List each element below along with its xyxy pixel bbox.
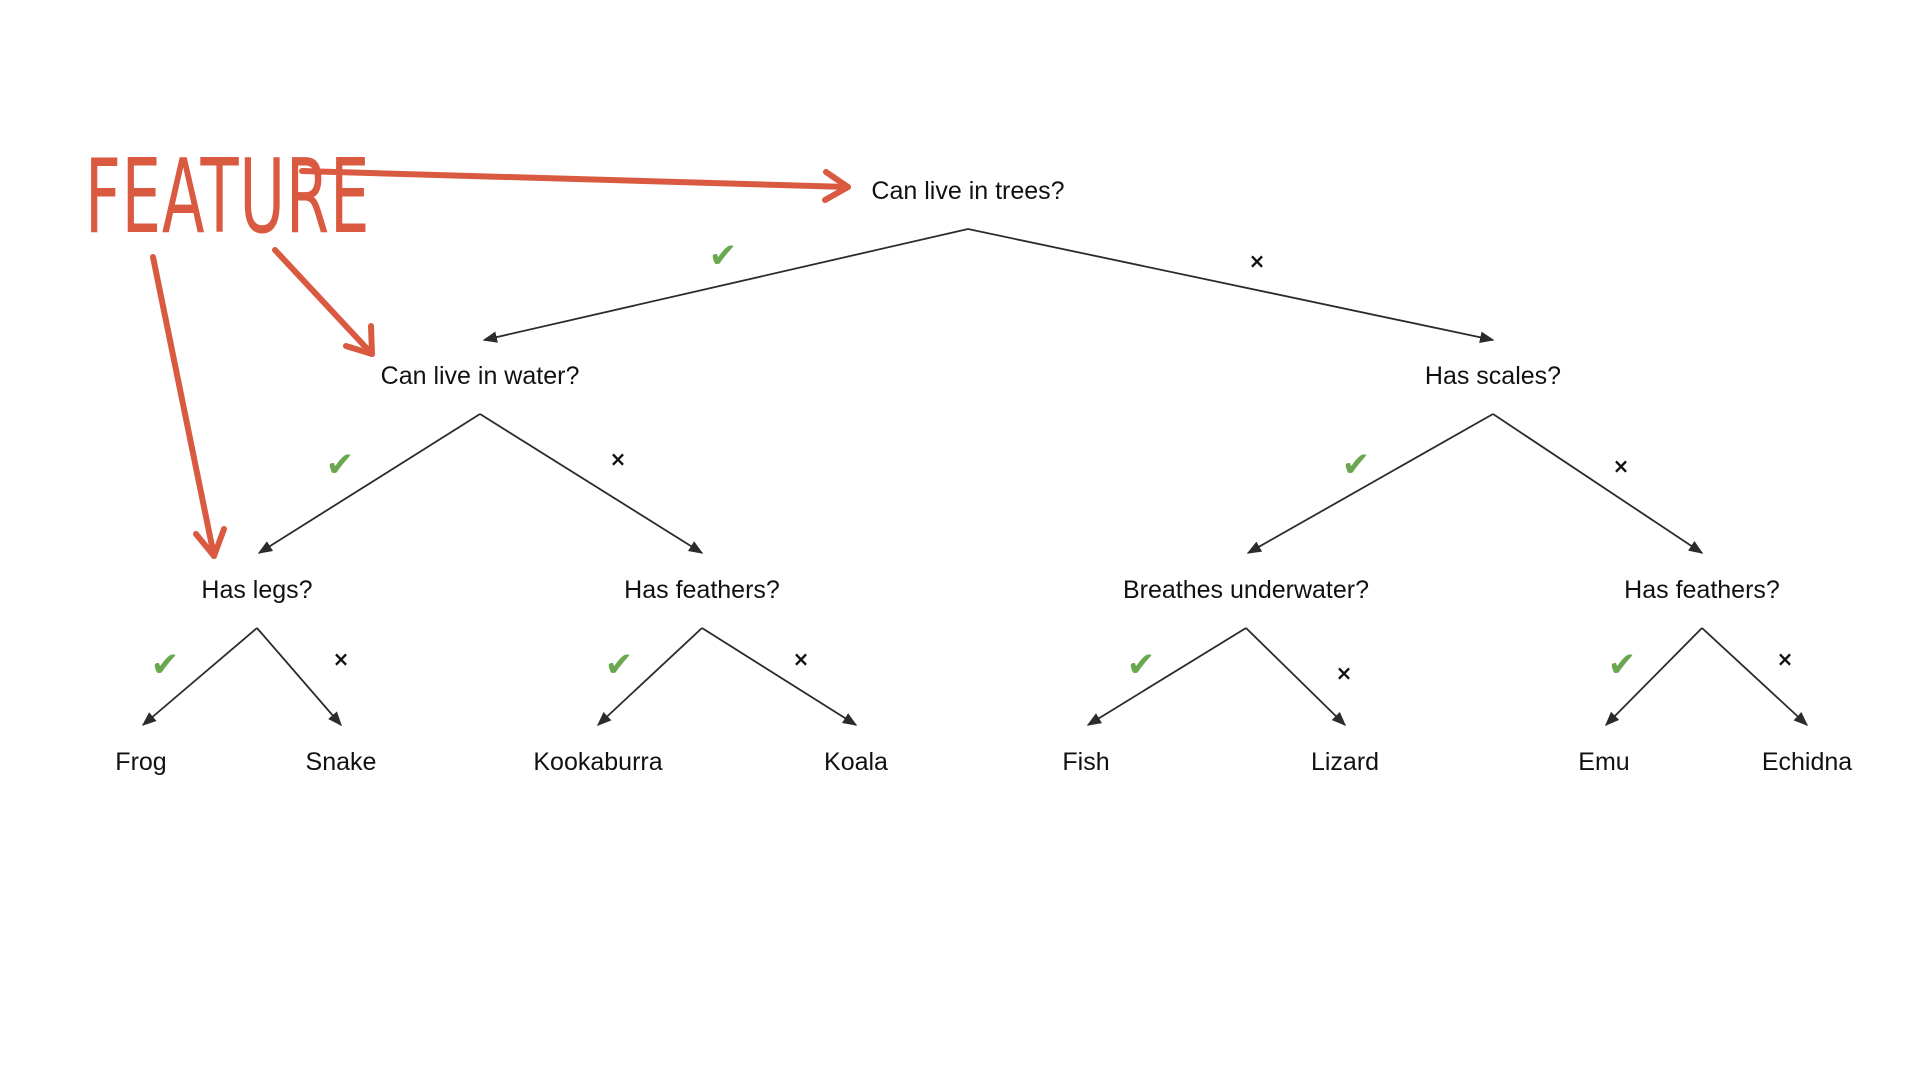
- edge-legs-to-snake: [256, 627, 342, 727]
- callout-arrow-icon: [150, 254, 217, 559]
- yes-check-icon: ✔: [1342, 445, 1371, 485]
- edge-water-to-legs: [257, 413, 481, 554]
- callout-arrow-icon: [299, 168, 851, 190]
- root-feature-node: Can live in trees?: [871, 177, 1064, 205]
- feature-node-feathers-2: Has feathers?: [1624, 576, 1780, 604]
- edge-root-to-left: [482, 228, 969, 343]
- no-cross-icon: ×: [1777, 647, 1794, 671]
- edge-scales-to-breathes: [1246, 413, 1494, 554]
- edge-breathes-to-lizard: [1245, 627, 1347, 727]
- feature-node-breathes: Breathes underwater?: [1123, 576, 1369, 604]
- edge-scales-to-feathers: [1492, 413, 1704, 554]
- leaf-frog: Frog: [115, 748, 166, 776]
- edge-legs-to-frog: [141, 627, 258, 726]
- edge-water-to-feathers: [479, 413, 704, 554]
- leaf-snake: Snake: [306, 748, 377, 776]
- leaf-koala: Koala: [824, 748, 888, 776]
- edge-marks: ✔ × ✔ × ✔ × ✔ × ✔ × ✔ × ✔ ×: [151, 236, 1794, 685]
- no-cross-icon: ×: [1336, 661, 1353, 685]
- feature-node-scales: Has scales?: [1425, 362, 1561, 390]
- callout-arrowhead-icon: [343, 323, 375, 357]
- edge-root-to-right: [967, 228, 1495, 343]
- yes-check-icon: ✔: [151, 645, 180, 685]
- feature-node-feathers: Has feathers?: [624, 576, 780, 604]
- yes-check-icon: ✔: [1608, 645, 1637, 685]
- no-cross-icon: ×: [793, 647, 810, 671]
- leaf-lizard: Lizard: [1311, 748, 1379, 776]
- callout-arrow-icon: [272, 247, 375, 357]
- edge-feathers2-to-echidna: [1701, 627, 1809, 726]
- edge-feathers-to-koala: [701, 627, 858, 726]
- tree-leaves: Frog Snake Kookaburra Koala Fish Lizard …: [115, 748, 1852, 776]
- no-cross-icon: ×: [1613, 454, 1630, 478]
- feature-callout: FEATURE: [85, 137, 851, 559]
- edge-feathers2-to-emu: [1604, 627, 1703, 727]
- callout-arrowhead-icon: [193, 526, 227, 559]
- tree-edges: [141, 228, 1809, 727]
- no-cross-icon: ×: [1249, 249, 1266, 273]
- yes-check-icon: ✔: [605, 645, 634, 685]
- no-cross-icon: ×: [610, 447, 627, 471]
- edge-breathes-to-fish: [1086, 627, 1247, 726]
- leaf-kookaburra: Kookaburra: [533, 748, 662, 776]
- leaf-echidna: Echidna: [1762, 748, 1852, 776]
- edge-feathers-to-kookaburra: [596, 627, 703, 726]
- feature-callout-label: FEATURE: [85, 137, 370, 257]
- yes-check-icon: ✔: [709, 236, 738, 276]
- leaf-emu: Emu: [1578, 748, 1629, 776]
- yes-check-icon: ✔: [326, 445, 355, 485]
- no-cross-icon: ×: [333, 647, 350, 671]
- leaf-fish: Fish: [1062, 748, 1109, 776]
- feature-node-water: Can live in water?: [381, 362, 580, 390]
- feature-node-legs: Has legs?: [201, 576, 312, 604]
- tree-nodes: Can live in trees? Can live in water? Ha…: [201, 177, 1779, 604]
- yes-check-icon: ✔: [1127, 645, 1156, 685]
- callout-arrowhead-icon: [822, 169, 851, 203]
